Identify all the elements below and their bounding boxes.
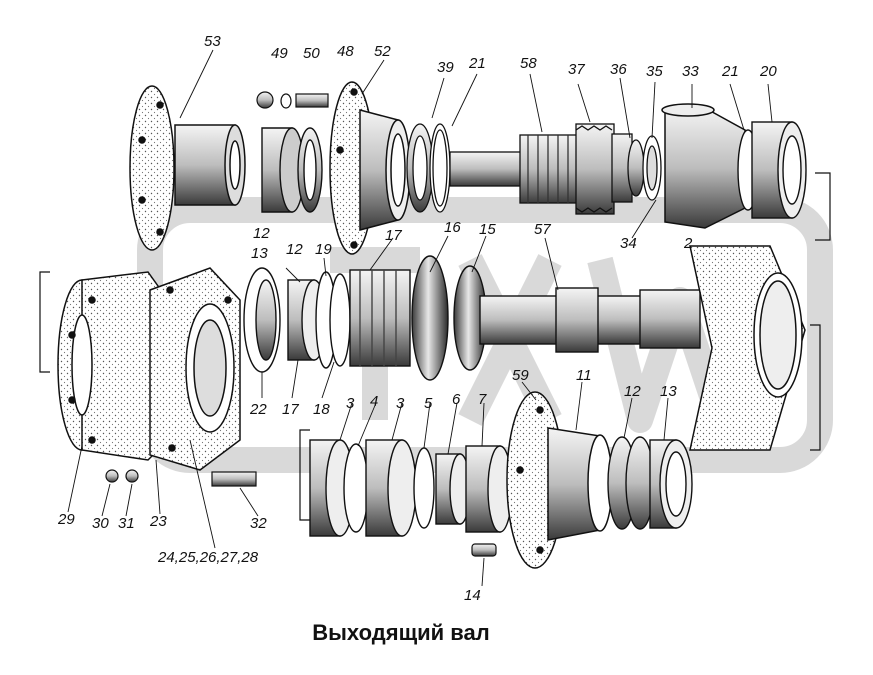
rings-5-6-7 [413,445,513,533]
bracket-left [39,271,50,373]
callout-49: 49 [271,45,288,62]
callout-52: 52 [374,43,391,60]
callout-18: 18 [313,401,330,418]
callout-12-a: 12 [253,225,270,242]
callout-17-a: 17 [385,227,402,244]
callout-59: 59 [512,367,529,384]
callout-31: 31 [118,515,135,532]
seal-rings-bottom [607,436,693,530]
callout-6: 6 [452,391,461,408]
callout-12-c: 12 [624,383,641,400]
callout-30: 30 [92,515,109,532]
callout-2: 2 [684,235,693,252]
housing-29 [57,271,169,461]
nut-washer-stud [256,91,329,109]
callout-7: 7 [478,391,487,408]
pin-14 [471,543,497,557]
gears-16-15 [349,255,487,381]
leader-lines [67,49,773,587]
callout-3-a: 3 [346,395,355,412]
flange-53 [129,85,246,251]
callout-39: 39 [437,59,454,76]
callout-57: 57 [534,221,551,238]
ring-gear-2 [689,245,806,451]
callout-48: 48 [337,43,354,60]
diagram-caption: Выходящий вал [312,620,490,645]
bracket-right [810,324,821,451]
bearings-3-4-3 [309,439,417,537]
nuts-30-31 [105,469,139,483]
callout-20: 20 [760,63,777,80]
callout-3-b: 3 [396,395,405,412]
stud-32 [211,471,257,487]
callout-5: 5 [424,395,433,412]
gear-37 [575,123,633,215]
callout-22: 22 [250,401,267,418]
callout-21-a: 21 [469,55,486,72]
callout-53: 53 [204,33,221,50]
callout-13-a: 13 [251,245,268,262]
plate-23 [149,267,241,471]
output-shaft-57 [479,287,701,353]
callout-50: 50 [303,45,320,62]
seal-rings-top [261,127,323,213]
callout-37: 37 [568,61,585,78]
callout-36: 36 [610,61,627,78]
disk-22 [243,267,281,373]
callout-24-28: 24,25,26,27,28 [158,549,259,566]
conical-housing-33 [661,103,746,229]
bearing-17-rings-19-18 [287,271,351,369]
bearing-21-20 [737,121,807,219]
callout-32: 32 [250,515,267,532]
housing-flange-52 [329,81,411,255]
callout-21-b: 21 [722,63,739,80]
bracket-right-top [815,172,831,241]
callout-11: 11 [576,367,592,384]
bearing-rings-39-21 [406,123,451,213]
rings-36-35 [627,135,662,201]
cover-11 [506,391,613,569]
callout-34: 34 [620,235,637,252]
callout-16: 16 [444,219,461,236]
callout-29: 29 [58,511,75,528]
callout-14: 14 [464,587,481,604]
callout-33: 33 [682,63,699,80]
callout-35: 35 [646,63,663,80]
callout-4: 4 [370,393,379,410]
callout-58: 58 [520,55,537,72]
callout-15: 15 [479,221,496,238]
splined-shaft-58 [449,134,581,204]
callout-17-b: 17 [282,401,299,418]
bracket-bottom [299,429,310,521]
callout-23: 23 [150,513,167,530]
callout-13-b: 13 [660,383,677,400]
callout-12-b: 12 [286,241,303,258]
callout-19: 19 [315,241,332,258]
